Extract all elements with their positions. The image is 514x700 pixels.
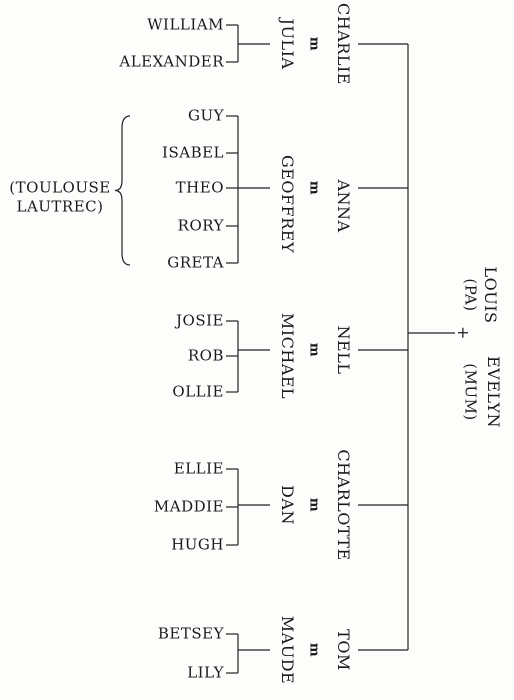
family-charlotte-married-mark: m <box>306 497 322 513</box>
family-tom-spouse: MAUDE <box>278 615 297 685</box>
root-father-name: LOUIS <box>481 266 500 324</box>
child-name: ROB <box>187 346 224 365</box>
child-name: ISABEL <box>162 143 224 162</box>
child-name: MADDIE <box>153 497 224 516</box>
family-charlie-spouse: JULIA <box>278 18 297 70</box>
family-charlie-parent: CHARLIE <box>334 3 353 85</box>
family-charlotte-spouse: DAN <box>278 485 297 525</box>
child-name: HUGH <box>171 535 224 554</box>
child-name: RORY <box>177 216 224 235</box>
child-name: ELLIE <box>173 459 224 478</box>
child-name: ALEXANDER <box>119 52 224 71</box>
child-name: BETSEY <box>157 624 224 643</box>
root-father-nickname: (PA) <box>461 278 480 312</box>
family-nell-spouse: MICHAEL <box>278 312 297 400</box>
root-mother-nickname: (MUM) <box>461 363 480 421</box>
child-name: THEO <box>175 178 224 197</box>
family-nell-parent: NELL <box>334 325 353 375</box>
family-charlie-married-mark: m <box>306 36 322 52</box>
child-name: GUY <box>187 106 224 125</box>
family-anna-spouse: GEOFFREY <box>278 154 297 254</box>
family-tom-parent: TOM <box>334 629 353 671</box>
group-note: (TOULOUSE LAUTREC) <box>9 178 111 215</box>
curly-brace <box>114 115 131 266</box>
child-name: WILLIAM <box>147 15 224 34</box>
child-name: GRETA <box>167 253 224 272</box>
family-tom-married-mark: m <box>306 642 322 658</box>
family-anna-parent: ANNA <box>334 179 353 233</box>
child-name: LILY <box>187 663 224 682</box>
family-nell-married-mark: m <box>306 342 322 358</box>
root-couple-plus: + <box>454 326 473 340</box>
child-name: JOSIE <box>176 311 224 330</box>
family-charlotte-parent: CHARLOTTE <box>334 449 353 561</box>
child-name: OLLIE <box>172 382 224 401</box>
root-mother-name: EVELYN <box>484 355 503 429</box>
family-anna-married-mark: m <box>306 180 322 196</box>
